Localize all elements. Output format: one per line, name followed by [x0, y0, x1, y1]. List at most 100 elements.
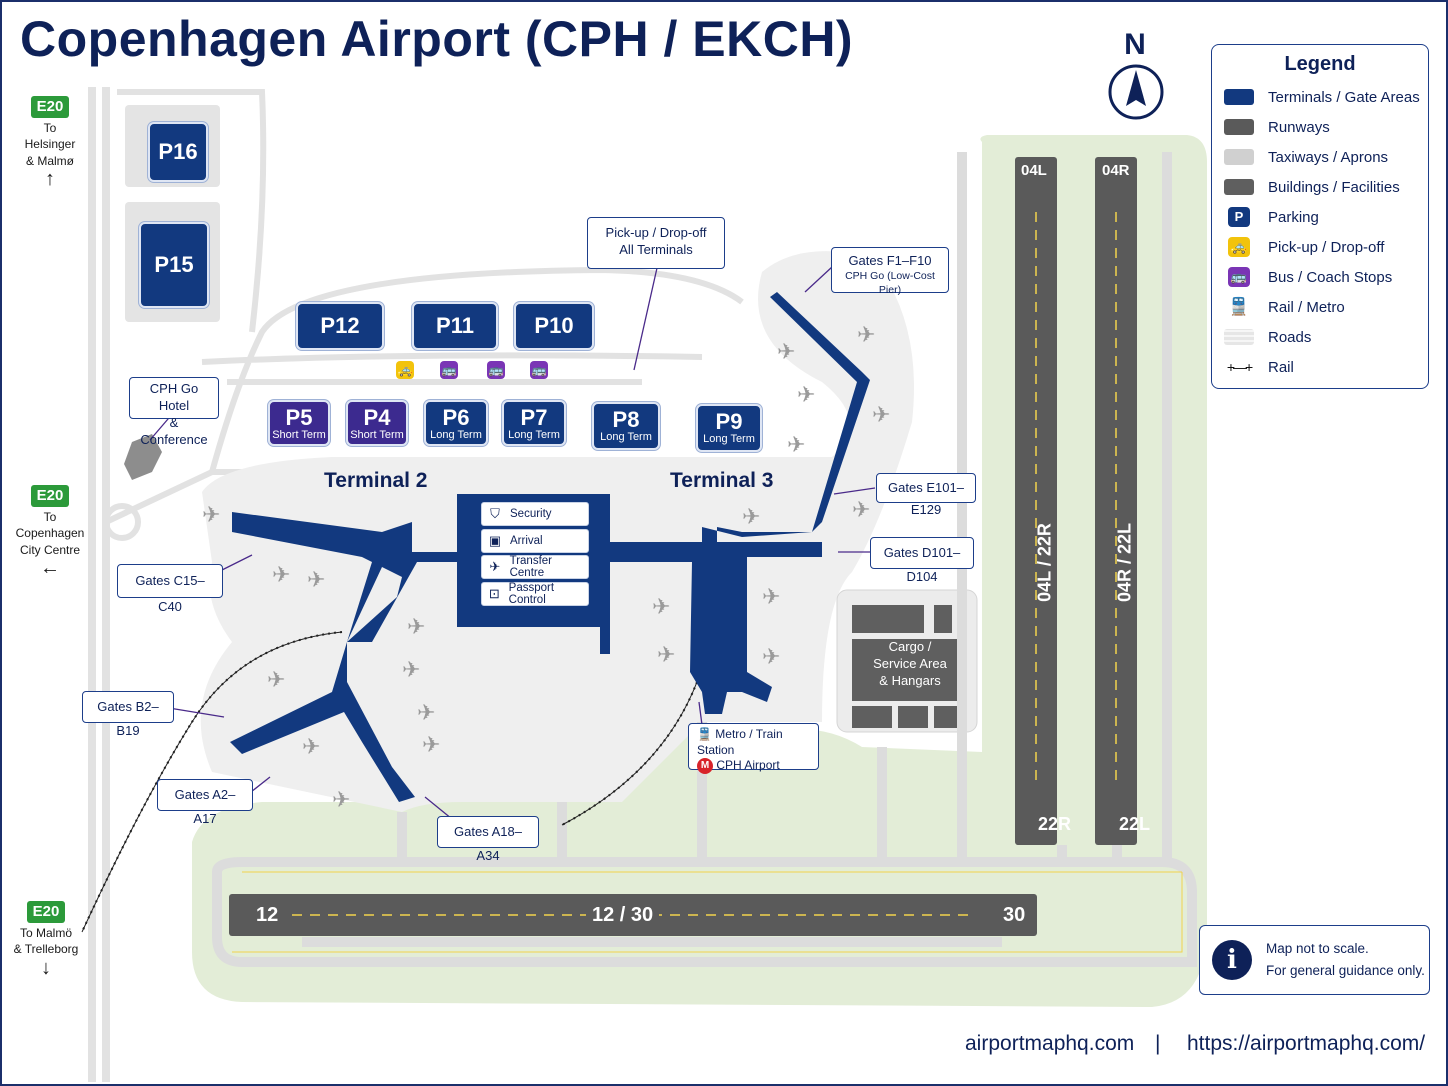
bus-icon[interactable]: 🚌	[440, 361, 458, 379]
cargo-building-3	[852, 706, 892, 728]
cargo-building-main	[852, 639, 962, 701]
bus-icon[interactable]: 🚌	[487, 361, 505, 379]
parking-label: P4	[363, 405, 391, 430]
legend-label: Rail / Metro	[1268, 298, 1345, 316]
train-icon: 🚆	[697, 727, 712, 741]
legend-title: Legend	[1284, 53, 1356, 75]
train-icon: 🚆	[1228, 297, 1250, 316]
north-indicator: N	[1104, 28, 1166, 62]
runway-swatch	[1224, 119, 1254, 135]
legend-item: Taxiways / Aprons	[1212, 142, 1428, 172]
parking-p15[interactable]: P15	[139, 222, 209, 308]
legend-label: Parking	[1268, 208, 1319, 226]
parking-label: P9	[715, 409, 743, 434]
parking-label: P6	[442, 405, 470, 430]
callout-pickup[interactable]: Pick-up / Drop-off All Terminals	[587, 217, 725, 269]
legend-label: Roads	[1268, 328, 1312, 346]
legend-label: Rail	[1268, 358, 1294, 376]
callout-gates-a18[interactable]: Gates A18–A34	[437, 816, 539, 863]
service-transfer[interactable]: ✈Transfer Centre	[481, 555, 589, 579]
arrow-down-icon: ↓	[41, 956, 51, 979]
parking-sub: Short Term	[272, 429, 326, 441]
callout-gates-d[interactable]: Gates D101–D104	[870, 537, 974, 584]
service-label: Passport Control	[508, 582, 555, 606]
callout-gates-a[interactable]: Gates A2–A17	[157, 779, 253, 826]
legend: Legend Terminals / Gate Areas Runways Ta…	[1211, 44, 1429, 389]
parking-sub: Long Term	[703, 433, 755, 445]
legend-label: Buildings / Facilities	[1268, 178, 1400, 196]
parking-label: P7	[520, 405, 548, 430]
parking-sub: Long Term	[600, 431, 652, 443]
runway-04R-22L-label: 04R / 22L	[1114, 522, 1135, 603]
callout-hotel[interactable]: CPH Go Hotel & Conference	[129, 377, 219, 447]
parking-p11[interactable]: P11	[412, 302, 498, 350]
parking-label: P16	[158, 139, 198, 164]
legend-item: +—+Rail	[1212, 352, 1428, 382]
taxi-icon[interactable]: 🚕	[396, 361, 414, 379]
cargo-line2: Service Area	[873, 655, 947, 671]
terminal-3-label: Terminal 3	[670, 469, 774, 492]
footer-site-link[interactable]: airportmaphq.com	[965, 1032, 1135, 1055]
parking-p10[interactable]: P10	[514, 302, 594, 350]
bus-icon[interactable]: 🚌	[530, 361, 548, 379]
cargo-building-5	[934, 706, 962, 728]
runway-12-30-label: 12 / 30	[586, 904, 660, 927]
service-security[interactable]: ⛉ Security	[481, 502, 589, 526]
taxiway-swatch	[1224, 149, 1254, 165]
legend-item: Buildings / Facilities	[1212, 172, 1428, 202]
service-label: Security	[510, 508, 552, 520]
callout-metro[interactable]: 🚆 Metro / Train Station M CPH Airport	[688, 723, 819, 775]
svg-text:✈: ✈	[852, 497, 870, 522]
runway-end-12: 12	[256, 904, 279, 926]
hotel-building	[124, 434, 162, 480]
callout-line2: All Terminals	[619, 241, 693, 257]
callout-gates-e[interactable]: Gates E101–E129	[876, 473, 976, 517]
airfield-grass	[192, 135, 1207, 1007]
svg-text:✈: ✈	[402, 657, 420, 682]
cargo-label: Cargo / Service Area & Hangars	[850, 639, 970, 690]
road-dest-line2: City Centre	[19, 542, 81, 557]
rail-line-east-solid	[561, 681, 698, 826]
callout-line1: Metro / Train Station	[697, 727, 783, 757]
parking-icon: P	[1224, 207, 1254, 227]
plane-icon: ✈	[489, 559, 501, 574]
legend-item: Runways	[1212, 112, 1428, 142]
svg-text:✈: ✈	[332, 787, 350, 812]
svg-text:✈: ✈	[857, 322, 875, 347]
callout-line2: & Conference	[140, 414, 208, 447]
service-arrival[interactable]: ▣Arrival	[481, 529, 589, 553]
compass-arrow	[1126, 70, 1146, 106]
legend-item: 🚌Bus / Coach Stops	[1212, 262, 1428, 292]
parking-p12[interactable]: P12	[296, 302, 384, 350]
e20-badge: E20	[30, 96, 70, 119]
callout-gates-f[interactable]: Gates F1–F10 CPH Go (Low-Cost Pier)	[831, 247, 949, 296]
legend-item: Roads	[1212, 322, 1428, 352]
road-dest-line1: To Copenhagen	[15, 510, 85, 541]
svg-text:✈: ✈	[407, 614, 425, 639]
e20-badge: E20	[30, 485, 70, 508]
callout-gates-b[interactable]: Gates B2–B19	[82, 691, 174, 738]
svg-text:✈: ✈	[777, 339, 795, 364]
rail-line-west-solid	[81, 631, 343, 933]
service-passport[interactable]: ⊡Passport Control	[481, 582, 589, 606]
svg-text:✈: ✈	[652, 594, 670, 619]
note-line2: For general guidance only.	[1266, 963, 1425, 978]
svg-text:✈: ✈	[267, 667, 285, 692]
cargo-building-1	[852, 605, 924, 633]
parking-p16[interactable]: P16	[148, 122, 208, 182]
runway-end-04R: 04R	[1102, 162, 1130, 179]
legend-label: Taxiways / Aprons	[1268, 148, 1389, 166]
legend-item: 🚆 Rail / Metro	[1212, 292, 1428, 322]
road-swatch	[1224, 329, 1254, 345]
footer-url-link[interactable]: https://airportmaphq.com/	[1187, 1032, 1426, 1055]
terminal-swatch	[1224, 89, 1254, 105]
shield-icon: ⛉	[490, 506, 500, 521]
callout-gates-c[interactable]: Gates C15–C40	[117, 564, 223, 614]
